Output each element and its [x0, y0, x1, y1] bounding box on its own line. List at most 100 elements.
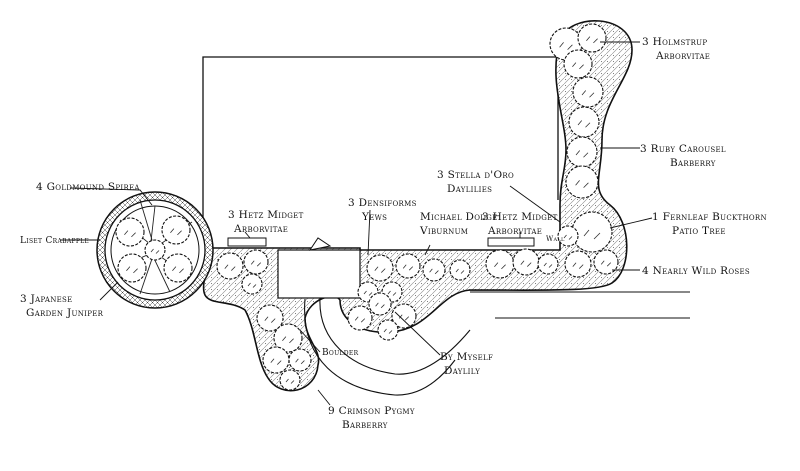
shrub-texture [124, 230, 136, 238]
shrub-texture [383, 328, 393, 334]
shrub-texture [264, 316, 276, 323]
shrub-symbol [279, 369, 301, 391]
shrub-texture [247, 282, 257, 288]
shrub-symbol [273, 323, 303, 353]
shrub-symbol [566, 136, 598, 168]
label-line: Arborvitae [656, 50, 711, 62]
label-wall-tag: Wall [546, 232, 565, 246]
leader-lines [60, 41, 653, 406]
shrub-symbol [537, 253, 559, 275]
shrub-symbol [144, 239, 166, 261]
shrub-symbol [115, 217, 145, 247]
label-line: 3 Japanese [20, 293, 73, 305]
shrub-texture [126, 266, 138, 274]
shrub-symbol [256, 304, 284, 332]
label-line: 3 Holmstrup [642, 36, 708, 48]
label-ruby-carousel-barberry: 3 Ruby Carousel Barberry [640, 142, 726, 170]
shrub-symbol [564, 250, 592, 278]
shrub-symbol [512, 248, 540, 276]
shrub-symbol [366, 254, 394, 282]
shrub-texture [575, 150, 589, 158]
label-crimson-pygmy-barberry: 9 Crimson Pygmy Barberry [328, 404, 415, 432]
label-hetz-midget-right: 3 Hetz Midget Arborvitae [482, 210, 558, 238]
label-line: Boulder [322, 348, 359, 358]
shrub-symbol [593, 249, 619, 275]
label-line: Barberry [670, 157, 716, 169]
shrub-texture [583, 229, 601, 240]
shrub-symbol [568, 106, 600, 138]
shrub-texture [402, 264, 414, 271]
label-line: 3 Hetz Midget [482, 211, 558, 223]
shrub-texture [387, 290, 397, 296]
shrub-texture [572, 62, 584, 70]
label-line: Wall [546, 235, 565, 243]
label-line: Michael Dodge [420, 211, 498, 223]
planting-bed [202, 20, 633, 392]
label-goldmound-spirea: 4 Goldmound Spirea [36, 180, 140, 194]
shrub-texture [494, 262, 506, 270]
shrub-texture [224, 264, 236, 271]
shrub-symbol [571, 211, 613, 253]
ground-lines [470, 291, 690, 319]
house-outline [202, 56, 559, 250]
shrub-texture [455, 268, 465, 274]
shrub-texture [285, 378, 295, 384]
shrub-texture [429, 268, 439, 275]
shrub-texture [363, 290, 373, 296]
shrub-symbol [216, 252, 244, 280]
shrub-texture [543, 262, 553, 268]
shrub-texture [398, 314, 410, 321]
shrub-texture [354, 316, 366, 323]
label-line: Liset Crabapple [20, 236, 90, 246]
label-line: By Myself [440, 351, 494, 363]
shrub-symbol [565, 165, 599, 199]
shrub-texture [150, 248, 160, 254]
label-line: Arborvitae [234, 223, 289, 235]
shrub-texture [270, 358, 282, 365]
shrub-symbol [368, 292, 392, 316]
arborvitae-hedges [227, 237, 535, 247]
shrub-symbol [557, 225, 579, 247]
shrub-texture [600, 260, 612, 267]
label-line: 3 Densiforms [348, 197, 417, 209]
shrub-texture [563, 234, 573, 240]
label-boulder: Boulder [322, 346, 358, 360]
shrub-symbols [115, 23, 619, 391]
label-liset-crabapple: Liset Crabapple [20, 234, 89, 248]
shrub-symbol [117, 253, 147, 283]
label-line: 1 Fernleaf Buckthorn [652, 211, 767, 223]
shrub-symbol [377, 319, 399, 341]
label-line: Arborvitae [488, 225, 543, 237]
patio-step [277, 237, 471, 396]
label-nearly-wild-roses: 4 Nearly Wild Roses [642, 264, 750, 278]
shrub-texture [375, 302, 385, 309]
shrub-symbol [241, 273, 263, 295]
label-fernleaf-buckthorn: 1 Fernleaf Buckthorn Patio Tree [652, 210, 767, 238]
shrub-symbol [422, 258, 446, 282]
shrub-symbol [163, 253, 193, 283]
label-line: 4 Goldmound Spirea [36, 181, 140, 193]
label-line: Barberry [342, 419, 388, 431]
shrub-symbol [347, 305, 373, 331]
label-line: Yews [362, 211, 388, 223]
shrub-symbol [485, 249, 515, 279]
shrub-symbol [391, 303, 417, 329]
shrub-texture [282, 336, 294, 344]
shrub-symbol [572, 76, 604, 108]
label-line: 3 Stella d'Oro [437, 169, 514, 181]
label-line: 9 Crimson Pygmy [328, 405, 415, 417]
label-hetz-midget-left: 3 Hetz Midget Arborvitae [228, 208, 304, 236]
label-densiforms-yews: 3 Densiforms Yews [348, 196, 417, 224]
shrub-symbol [243, 249, 269, 275]
shrub-texture [586, 36, 598, 44]
shrub-texture [559, 42, 573, 50]
shrub-texture [374, 266, 386, 273]
shrub-symbol [577, 23, 607, 53]
shrub-texture [572, 262, 584, 269]
shrub-texture [170, 228, 182, 236]
label-line: Daylily [444, 365, 481, 377]
label-by-myself-daylily: By Myself Daylily [440, 350, 493, 378]
shrub-symbol [449, 259, 471, 281]
label-line: 4 Nearly Wild Roses [642, 265, 751, 277]
